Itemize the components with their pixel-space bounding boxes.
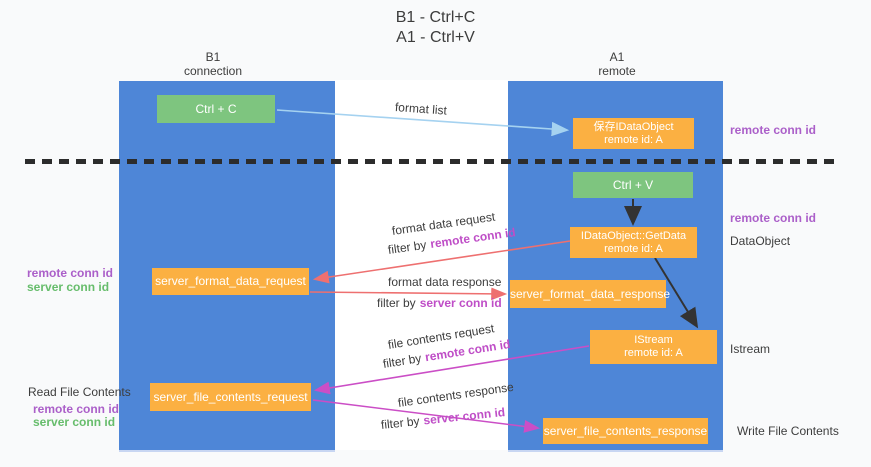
annotation-remote-conn-id-mid: remote conn id [730, 211, 817, 225]
annotation-file-remote-conn-id: remote conn id [33, 402, 120, 416]
node-ctrl-v: Ctrl + V [573, 172, 693, 198]
format-data-response-arrow [309, 287, 508, 301]
format-data-response-filter-key: server conn id [419, 296, 502, 310]
node-ctrl-c: Ctrl + C [157, 95, 275, 123]
lane-header-b1: B1 connection [163, 50, 263, 78]
node-istream-line1: IStream [634, 334, 673, 346]
node-ctrl-v-label: Ctrl + V [612, 178, 654, 192]
file-contents-request-arrow [313, 345, 590, 395]
getdata-to-istream-arrow [654, 257, 699, 329]
lane-header-a1: A1 remote [567, 50, 667, 78]
node-idataobject-getdata-line2: remote id: A [604, 242, 663, 255]
annotation-write-file-contents: Write File Contents [737, 424, 839, 438]
file-contents-response-arrow [312, 399, 541, 433]
lane-b1-role: connection [183, 64, 243, 78]
node-server-format-data-response-label: server_format_data_response [510, 286, 671, 301]
node-server-file-contents-response: server_file_contents_response [543, 418, 708, 444]
phase-divider-dashed-line [25, 159, 838, 164]
node-idataobject-getdata: IDataObject::GetData remote id: A [570, 227, 697, 258]
node-save-idataobject-line1: 保存IDataObject [593, 120, 674, 133]
node-save-idataobject-line2: remote id: A [604, 133, 663, 146]
format-list-arrow [276, 109, 570, 137]
annotation-format-remote-conn-id: remote conn id [27, 266, 114, 280]
lane-b1-name: B1 [205, 50, 221, 64]
between-lanes-background [335, 80, 508, 450]
diagram-title: B1 - Ctrl+C A1 - Ctrl+V [0, 8, 871, 48]
format-data-response-label: format data response [388, 275, 502, 289]
format-data-response-filter-prefix: filter by [377, 296, 416, 310]
title-line-2: A1 - Ctrl+V [396, 29, 475, 46]
annotation-file-server-conn-id: server conn id [33, 415, 116, 429]
node-server-file-contents-request: server_file_contents_request [150, 383, 311, 411]
node-save-idataobject: 保存IDataObject remote id: A [573, 118, 694, 149]
node-server-format-data-request-label: server_format_data_request [155, 274, 306, 288]
format-data-request-arrow [312, 240, 571, 284]
lane-a1-name: A1 [609, 50, 625, 64]
title-line-1: B1 - Ctrl+C [395, 9, 476, 26]
node-server-format-data-request: server_format_data_request [152, 268, 309, 295]
node-server-format-data-response: server_format_data_response [510, 280, 671, 308]
annotation-dataobject: DataObject [730, 234, 791, 248]
node-server-file-contents-request-label: server_file_contents_request [153, 389, 308, 404]
node-istream-line2: remote id: A [624, 347, 683, 359]
node-istream: IStream remote id: A [590, 330, 717, 364]
node-idataobject-getdata-line1: IDataObject::GetData [580, 229, 687, 242]
annotation-format-server-conn-id: server conn id [27, 280, 110, 294]
node-ctrl-c-label: Ctrl + C [195, 102, 237, 116]
node-server-file-contents-response-label: server_file_contents_response [543, 423, 708, 438]
annotation-remote-conn-id-top: remote conn id [730, 123, 817, 137]
lane-a1-role: remote [598, 64, 636, 78]
annotation-istream: Istream [730, 342, 771, 356]
annotation-read-file-contents: Read File Contents [28, 385, 131, 399]
